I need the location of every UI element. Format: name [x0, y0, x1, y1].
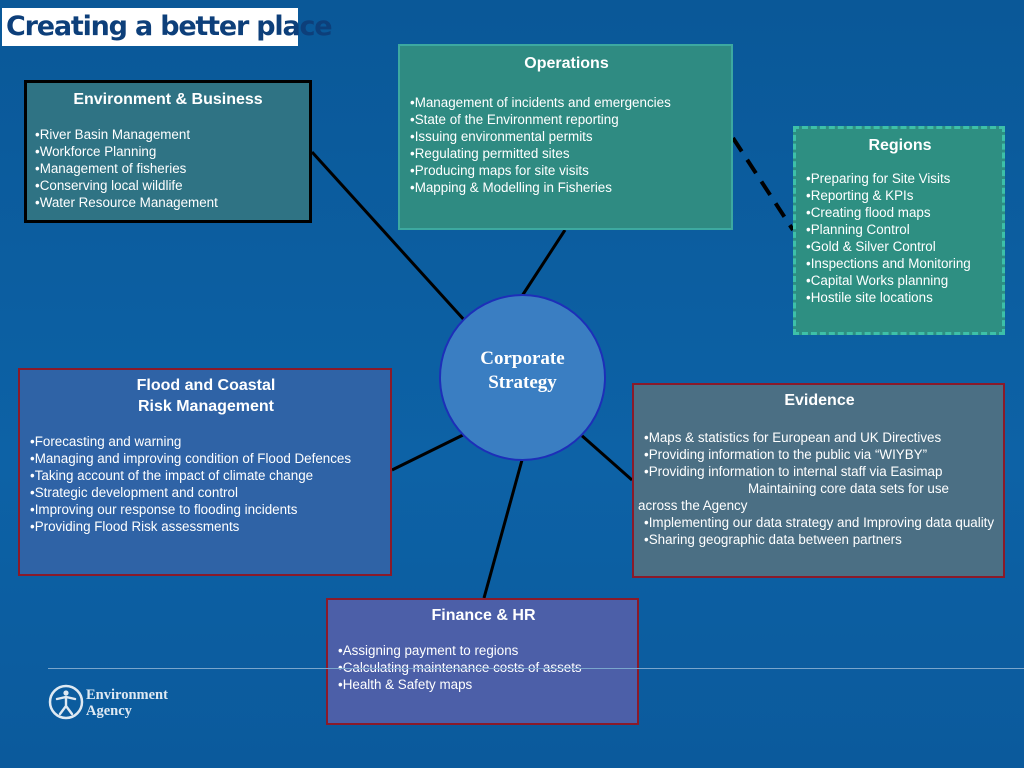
operations-list: Management of incidents and emergencies … — [410, 94, 723, 196]
list-item: Improving our response to flooding incid… — [30, 501, 382, 518]
list-item: Issuing environmental permits — [410, 128, 723, 145]
list-item: Providing information to internal staff … — [638, 463, 995, 514]
flood-coastal-box: Flood and Coastal Risk Management Foreca… — [18, 368, 392, 576]
list-item: State of the Environment reporting — [410, 111, 723, 128]
connector-evidence — [579, 432, 633, 482]
regions-list: Preparing for Site Visits Reporting & KP… — [806, 170, 994, 306]
title-banner: Creating a better place — [2, 8, 333, 46]
connector-environment — [310, 150, 468, 324]
list-item: Producing maps for site visits — [410, 162, 723, 179]
evidence-continuation-2: across the Agency — [638, 498, 748, 513]
list-item: Calculating maintenance costs of assets — [338, 659, 629, 676]
flood-title-line2: Risk Management — [137, 398, 275, 415]
list-item: Taking account of the impact of climate … — [30, 467, 382, 484]
list-item: Health & Safety maps — [338, 676, 629, 693]
connector-finance — [482, 459, 524, 599]
evidence-item-text: Providing information to internal staff … — [648, 464, 943, 479]
list-item: Implementing our data strategy and Impro… — [644, 514, 995, 531]
list-item: Management of fisheries — [35, 160, 301, 177]
list-item: Regulating permitted sites — [410, 145, 723, 162]
regions-title: Regions — [868, 137, 932, 154]
list-item: Forecasting and warning — [30, 433, 382, 450]
list-item: Management of incidents and emergencies — [410, 94, 723, 111]
finance-hr-list: Assigning payment to regions Calculating… — [338, 642, 629, 693]
logo-text: Environment Agency — [86, 687, 168, 719]
environment-agency-logo-icon — [48, 684, 84, 720]
regions-box: Regions Preparing for Site Visits Report… — [793, 126, 1005, 335]
list-item: Creating flood maps — [806, 204, 994, 221]
list-item: Strategic development and control — [30, 484, 382, 501]
list-item: Managing and improving condition of Floo… — [30, 450, 382, 467]
logo-line1: Environment — [86, 687, 168, 703]
evidence-title: Evidence — [784, 392, 855, 409]
corporate-strategy-node: Corporate Strategy — [439, 294, 606, 461]
finance-hr-title: Finance & HR — [431, 607, 536, 624]
slide-title: Creating a better place — [6, 11, 333, 42]
list-item: River Basin Management — [35, 126, 301, 143]
corporate-strategy-label: Corporate Strategy — [480, 347, 565, 393]
flood-coastal-list: Forecasting and warning Managing and imp… — [30, 433, 382, 535]
list-item: Assigning payment to regions — [338, 642, 629, 659]
connector-regions-dashed — [731, 136, 795, 232]
footer-divider — [48, 668, 1024, 669]
finance-hr-box: Finance & HR Assigning payment to region… — [326, 598, 639, 725]
list-item: Conserving local wildlife — [35, 177, 301, 194]
list-item: Reporting & KPIs — [806, 187, 994, 204]
evidence-continuation: Maintaining core data sets for use — [748, 481, 949, 496]
connector-flood — [391, 432, 466, 472]
list-item: Gold & Silver Control — [806, 238, 994, 255]
environment-business-box: Environment & Business River Basin Manag… — [24, 80, 312, 223]
environment-business-title: Environment & Business — [73, 91, 263, 108]
list-item: Planning Control — [806, 221, 994, 238]
environment-agency-logo: Environment Agency — [48, 684, 188, 724]
list-item: Inspections and Monitoring — [806, 255, 994, 272]
list-item: Providing Flood Risk assessments — [30, 518, 382, 535]
list-item: Mapping & Modelling in Fisheries — [410, 179, 723, 196]
connector-operations — [520, 229, 567, 297]
list-item: Sharing geographic data between partners — [644, 531, 995, 548]
list-item: Hostile site locations — [806, 289, 994, 306]
list-item: Water Resource Management — [35, 194, 301, 211]
list-item: Preparing for Site Visits — [806, 170, 994, 187]
operations-box: Operations Management of incidents and e… — [398, 44, 733, 230]
list-item: Capital Works planning — [806, 272, 994, 289]
flood-title-line1: Flood and Coastal — [136, 377, 276, 394]
environment-business-list: River Basin Management Workforce Plannin… — [35, 126, 301, 211]
flood-coastal-title: Flood and Coastal Risk Management — [30, 375, 382, 417]
logo-line2: Agency — [86, 703, 132, 719]
evidence-box: Evidence Maps & statistics for European … — [632, 383, 1005, 578]
list-item: Maps & statistics for European and UK Di… — [644, 429, 995, 446]
evidence-list: Maps & statistics for European and UK Di… — [638, 429, 995, 548]
list-item: Providing information to the public via … — [644, 446, 995, 463]
list-item: Workforce Planning — [35, 143, 301, 160]
operations-title: Operations — [524, 55, 609, 72]
